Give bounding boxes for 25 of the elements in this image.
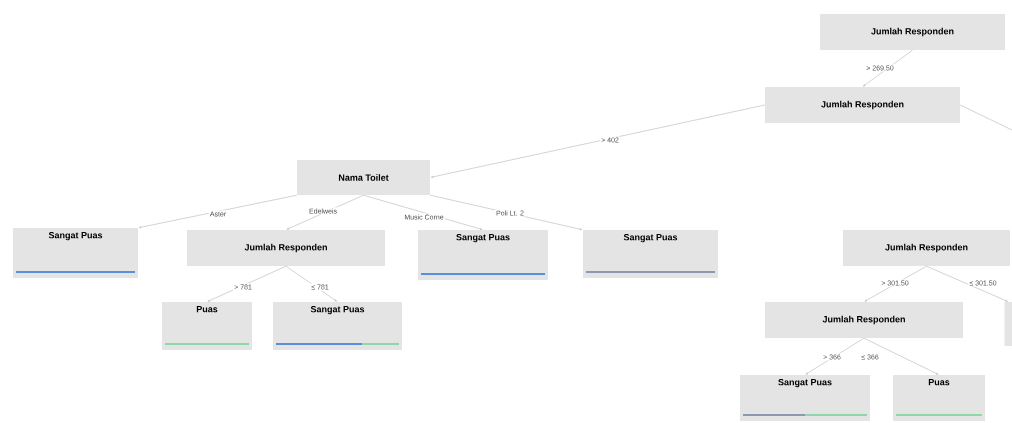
connector xyxy=(363,194,483,231)
connector xyxy=(138,194,298,229)
leaf-box: Puas xyxy=(162,302,252,350)
connector xyxy=(805,337,865,375)
connector xyxy=(430,104,766,178)
leaf-box: Puas xyxy=(893,375,985,421)
leaf-box: Sangat Puas xyxy=(740,375,870,421)
box xyxy=(1004,302,1012,346)
split-box: Jumlah Responden xyxy=(765,87,960,123)
leaf-box: Sangat Puas xyxy=(13,228,138,278)
connector xyxy=(863,337,939,375)
leaf-box: Sangat Puas xyxy=(583,230,718,278)
split-box: Nama Toilet xyxy=(297,160,430,195)
split-box: Jumlah Responden xyxy=(187,230,385,266)
leaf-box: Sangat Puas xyxy=(273,302,402,350)
connector xyxy=(959,104,1012,131)
split-box: Jumlah Responden xyxy=(843,230,1010,266)
split-box: Jumlah Responden xyxy=(765,302,963,338)
connector xyxy=(864,265,927,302)
split-box: Jumlah Responden xyxy=(820,14,1005,50)
connector xyxy=(926,265,1008,302)
leaf-box: Sangat Puas xyxy=(418,230,548,280)
connector xyxy=(285,265,338,302)
connector xyxy=(862,49,913,87)
connector xyxy=(207,265,287,302)
